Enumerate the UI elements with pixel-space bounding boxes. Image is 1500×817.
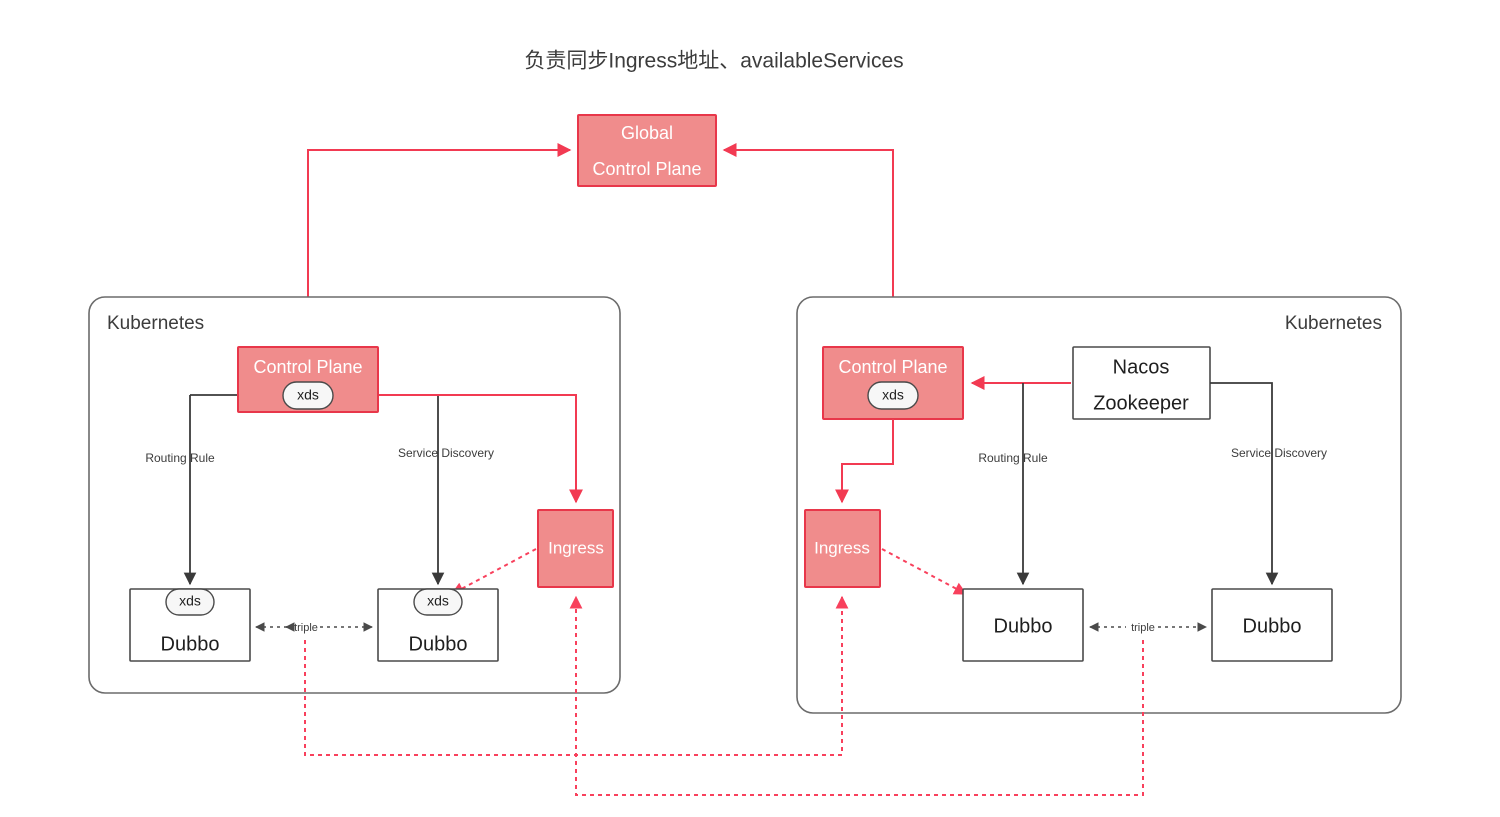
- right-ingress-label: Ingress: [814, 538, 870, 557]
- right-dubbo-1-label: Dubbo: [994, 615, 1053, 637]
- left-triple-label: triple: [294, 622, 318, 634]
- left-routing-rule-label: Routing Rule: [145, 451, 215, 465]
- left-control-plane-box[interactable]: [237, 346, 379, 413]
- left-control-plane-label: Control Plane: [253, 357, 362, 377]
- left-control-plane-xds-badge: [282, 381, 334, 410]
- left-control-plane-xds-label: xds: [297, 387, 319, 403]
- left-dubbo-1-xds-label: xds: [179, 593, 201, 609]
- page-title: 负责同步Ingress地址、availableServices: [524, 50, 903, 73]
- left-dubbo-1-xds-badge: [165, 588, 215, 616]
- right-ingress-box[interactable]: [804, 509, 881, 588]
- right-service-discovery-label: Service Discovery: [1231, 446, 1327, 460]
- cluster-right-label: Kubernetes: [1285, 313, 1382, 334]
- global-control-plane-line2: Control Plane: [592, 159, 701, 179]
- edge-left-services-to-right-ingress: [304, 595, 849, 756]
- left-dubbo-2-label: Dubbo: [409, 633, 468, 655]
- right-routing-rule-label: Routing Rule: [978, 451, 1048, 465]
- left-ingress-label: Ingress: [548, 538, 604, 557]
- global-control-plane-box[interactable]: [577, 114, 717, 187]
- global-control-plane-line1: Global: [621, 123, 673, 143]
- left-dubbo-2-xds-label: xds: [427, 593, 449, 609]
- left-dubbo-1-label: Dubbo: [161, 633, 220, 655]
- right-triple-label: triple: [1131, 622, 1155, 634]
- right-dubbo-2-label: Dubbo: [1243, 615, 1302, 637]
- left-service-discovery-label: Service Discovery: [398, 446, 494, 460]
- cluster-left-label: Kubernetes: [107, 313, 204, 334]
- right-control-plane-label: Control Plane: [838, 357, 947, 377]
- right-control-plane-xds-badge: [867, 381, 919, 410]
- registry-line1: Nacos: [1113, 356, 1170, 378]
- edge-right-cp-to-ingress: [835, 419, 894, 504]
- left-dubbo-2-xds-badge: [413, 588, 463, 616]
- left-ingress-box[interactable]: [537, 509, 614, 588]
- edge-left-cp-to-ingress: [378, 394, 583, 504]
- right-dubbo-2-box[interactable]: [1211, 588, 1333, 662]
- edge-right-service-discovery: [1210, 382, 1279, 586]
- registry-line2: Zookeeper: [1093, 392, 1189, 414]
- right-control-plane-xds-label: xds: [882, 387, 904, 403]
- right-dubbo-1-box[interactable]: [962, 588, 1084, 662]
